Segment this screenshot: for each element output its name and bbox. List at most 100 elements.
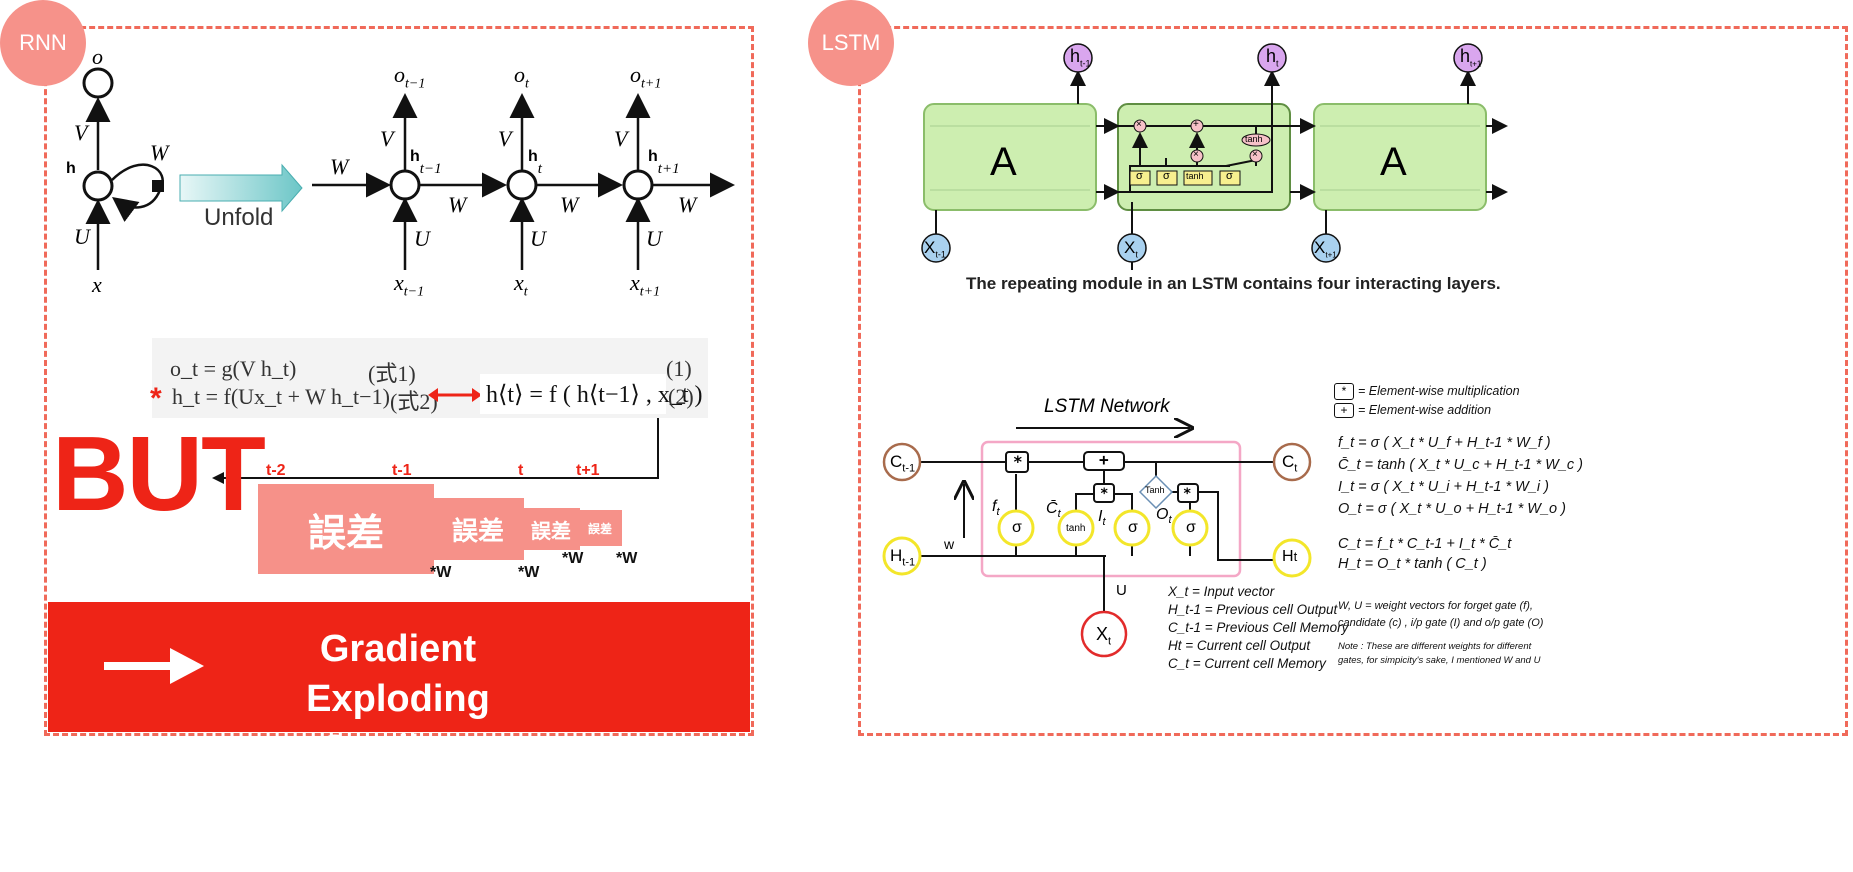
v-label-1: V (380, 126, 394, 151)
eq-candidate: C̄_t = tanh ( X_t * U_c + H_t-1 * W_c ) (1338, 457, 1583, 473)
fold-w-label: W (150, 140, 169, 165)
lstm-panel-frame (858, 26, 1848, 736)
gate-sigma-1: σ (1136, 170, 1143, 182)
o-label-1: ot−1 (394, 62, 426, 92)
gradient-vanishing: Gradient Vanishing (308, 728, 488, 820)
gate-candidate: tanh (1066, 523, 1086, 534)
fold-u-label: U (74, 224, 90, 249)
x-label-1: xt−1 (394, 270, 425, 300)
gate-label-o: Ot (1156, 506, 1172, 527)
op-mult-3: × (1252, 149, 1258, 160)
lstm-chain-diagram (921, 43, 1508, 270)
fold-v-label: V (74, 120, 88, 145)
def-cur-output: Ht = Current cell Output (1168, 638, 1311, 653)
w-label-3: W (560, 192, 579, 217)
gate-equations: f_t = σ ( X_t * U_f + H_t-1 * W_f ) C̄_t… (1338, 432, 1583, 520)
h-label-2: ht (528, 148, 542, 177)
gate-output: σ (1186, 519, 1196, 536)
x-top-2: Xt (1124, 238, 1138, 260)
gradient-exploding: Gradient Exploding (306, 628, 490, 720)
gate-sigma-3: σ (1226, 170, 1233, 182)
state-equations: C_t = f_t * C_t-1 + I_t * C̄_t H_t = O_t… (1338, 534, 1511, 574)
lstm-cell-1 (923, 103, 1097, 211)
gate-input: σ (1128, 519, 1138, 536)
weights-disclaimer: Note : These are different weights for d… (1338, 641, 1541, 666)
def-prev-memory: C_t-1 = Previous Cell Memory (1168, 620, 1349, 635)
op-tanh-diamond: Tanh (1145, 485, 1165, 495)
cell-a-label-1: A (990, 140, 1017, 184)
legend-mult-box: * (1334, 383, 1354, 400)
v-label-3: V (614, 126, 628, 151)
fold-hidden-node (82, 170, 114, 202)
o-label-2: ot (514, 62, 529, 92)
formula-2-tag: (式2) (390, 389, 438, 414)
op-star-3: * (1183, 486, 1192, 502)
w-multiplier-3: *W (562, 550, 584, 567)
h-cur-node: Ht (1282, 548, 1298, 565)
fold-out-label: o (92, 44, 103, 69)
eq-hidden-state: H_t = O_t * tanh ( C_t ) (1338, 556, 1487, 572)
gate-label-i: It (1098, 508, 1106, 529)
fold-output-node (82, 67, 114, 99)
definitions-list: X_t = Input vector H_t-1 = Previous cell… (1168, 583, 1348, 673)
weights-note: W, U = weight vectors for forget gate (f… (1338, 600, 1544, 629)
time-label-4: t+1 (576, 462, 600, 479)
legend-mult-text: = Element-wise multiplication (1358, 384, 1520, 398)
error-block-4: 誤差 (578, 510, 622, 546)
c-cur-node: Ct (1282, 452, 1298, 475)
x-node: Xt (1096, 624, 1112, 648)
u-label: U (1116, 582, 1127, 599)
formula-1: o_t = g(V h_t) (170, 356, 297, 381)
def-cur-memory: C_t = Current cell Memory (1168, 656, 1326, 671)
w-label-1: W (330, 154, 349, 179)
h-label-1: ht−1 (410, 148, 442, 177)
lstm-badge: LSTM (808, 0, 894, 86)
def-prev-output: H_t-1 = Previous cell Output (1168, 602, 1338, 617)
formula-1-num: (1) (666, 356, 692, 381)
c-prev-node: Ct-1 (890, 452, 916, 475)
lstm-network-diagram (882, 380, 1312, 658)
op-add-1: + (1193, 119, 1199, 130)
op-mult-1: × (1136, 119, 1142, 130)
legend-add-text: = Element-wise addition (1358, 403, 1492, 417)
unfold-label: Unfold (204, 204, 274, 231)
w-arrow-label: w (944, 536, 955, 552)
time-label-3: t (518, 462, 524, 479)
rnn-folded-diagram (82, 67, 735, 270)
op-mult-2: × (1193, 149, 1199, 160)
x-label-3: xt+1 (630, 270, 661, 300)
def-input: X_t = Input vector (1168, 584, 1275, 599)
lstm-caption: The repeating module in an LSTM contains… (966, 274, 1501, 293)
h-label-3: ht+1 (648, 148, 680, 177)
formula-alt: h⟨t⟩ = f ( h⟨t−1⟩ , x_t ) (486, 382, 703, 408)
formula-star: * (150, 382, 162, 415)
error-block-3: 誤差 (522, 508, 580, 550)
backprop-line (212, 418, 659, 484)
gate-sigma-2: σ (1163, 170, 1170, 182)
gate-tanh: tanh (1186, 171, 1204, 181)
right-arrow-icon (104, 648, 204, 684)
fold-h-label: h (66, 160, 76, 177)
op-plus: + (1099, 450, 1109, 469)
h-prev-node: Ht-1 (890, 546, 916, 569)
x-top-1: Xt-1 (924, 238, 946, 260)
rnn-badge: RNN (0, 0, 86, 86)
v-label-2: V (498, 126, 512, 151)
u-label-2: U (530, 226, 546, 251)
h-top-3: ht+1 (1460, 46, 1482, 69)
w-multiplier-4: *W (616, 550, 638, 567)
u-label-3: U (646, 226, 662, 251)
op-tanh: tanh (1245, 134, 1263, 144)
w-multiplier-2: *W (518, 564, 540, 581)
w-label-4: W (678, 192, 697, 217)
formula-2-num: (2) (668, 384, 694, 409)
but-heading: BUT (52, 415, 266, 533)
w-label-2: W (448, 192, 467, 217)
fold-x-label: x (92, 272, 102, 297)
double-arrow (428, 388, 482, 402)
formula-2: h_t = f(Ux_t + W h_t−1) (172, 384, 390, 409)
h-top-1: ht-1 (1070, 46, 1091, 69)
rnn-panel-frame (44, 26, 754, 736)
formula-alt-box (480, 374, 666, 414)
legend-add-box: + (1334, 403, 1354, 418)
